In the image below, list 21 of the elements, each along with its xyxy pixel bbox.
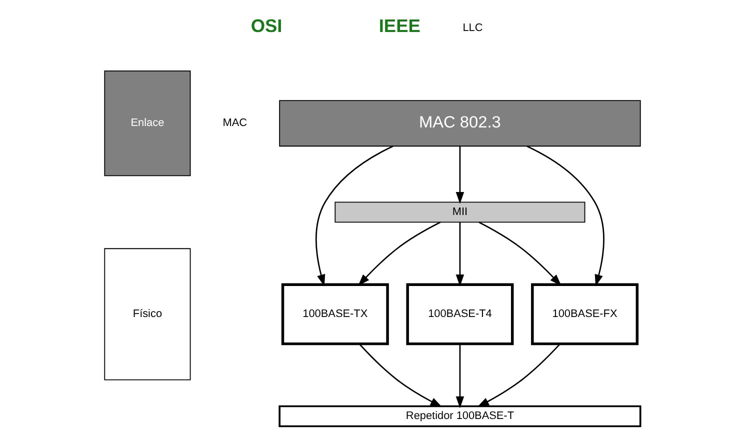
arrow <box>456 146 464 204</box>
arrow <box>478 222 562 286</box>
arrow <box>316 146 394 286</box>
node-box: MII <box>334 202 586 223</box>
arrow <box>456 344 464 408</box>
label: MAC <box>222 117 248 130</box>
arrow <box>526 146 604 286</box>
arrow <box>477 343 561 408</box>
node-box: Enlace <box>104 70 191 176</box>
label: LLC <box>462 22 483 34</box>
node-box: MAC 802.3 <box>279 100 641 147</box>
node-box: 100BASE-TX <box>281 283 389 346</box>
label: OSI <box>250 16 282 36</box>
arrow <box>358 344 442 408</box>
node-box: 100BASE-T4 <box>406 283 514 346</box>
node-box: 100BASE-FX <box>531 283 639 346</box>
label: IEEE <box>378 16 420 36</box>
node-box: Repetidor 100BASE-T <box>278 405 642 428</box>
node-box: Físico <box>104 248 191 380</box>
arrow <box>358 222 441 286</box>
arrow <box>456 222 464 286</box>
